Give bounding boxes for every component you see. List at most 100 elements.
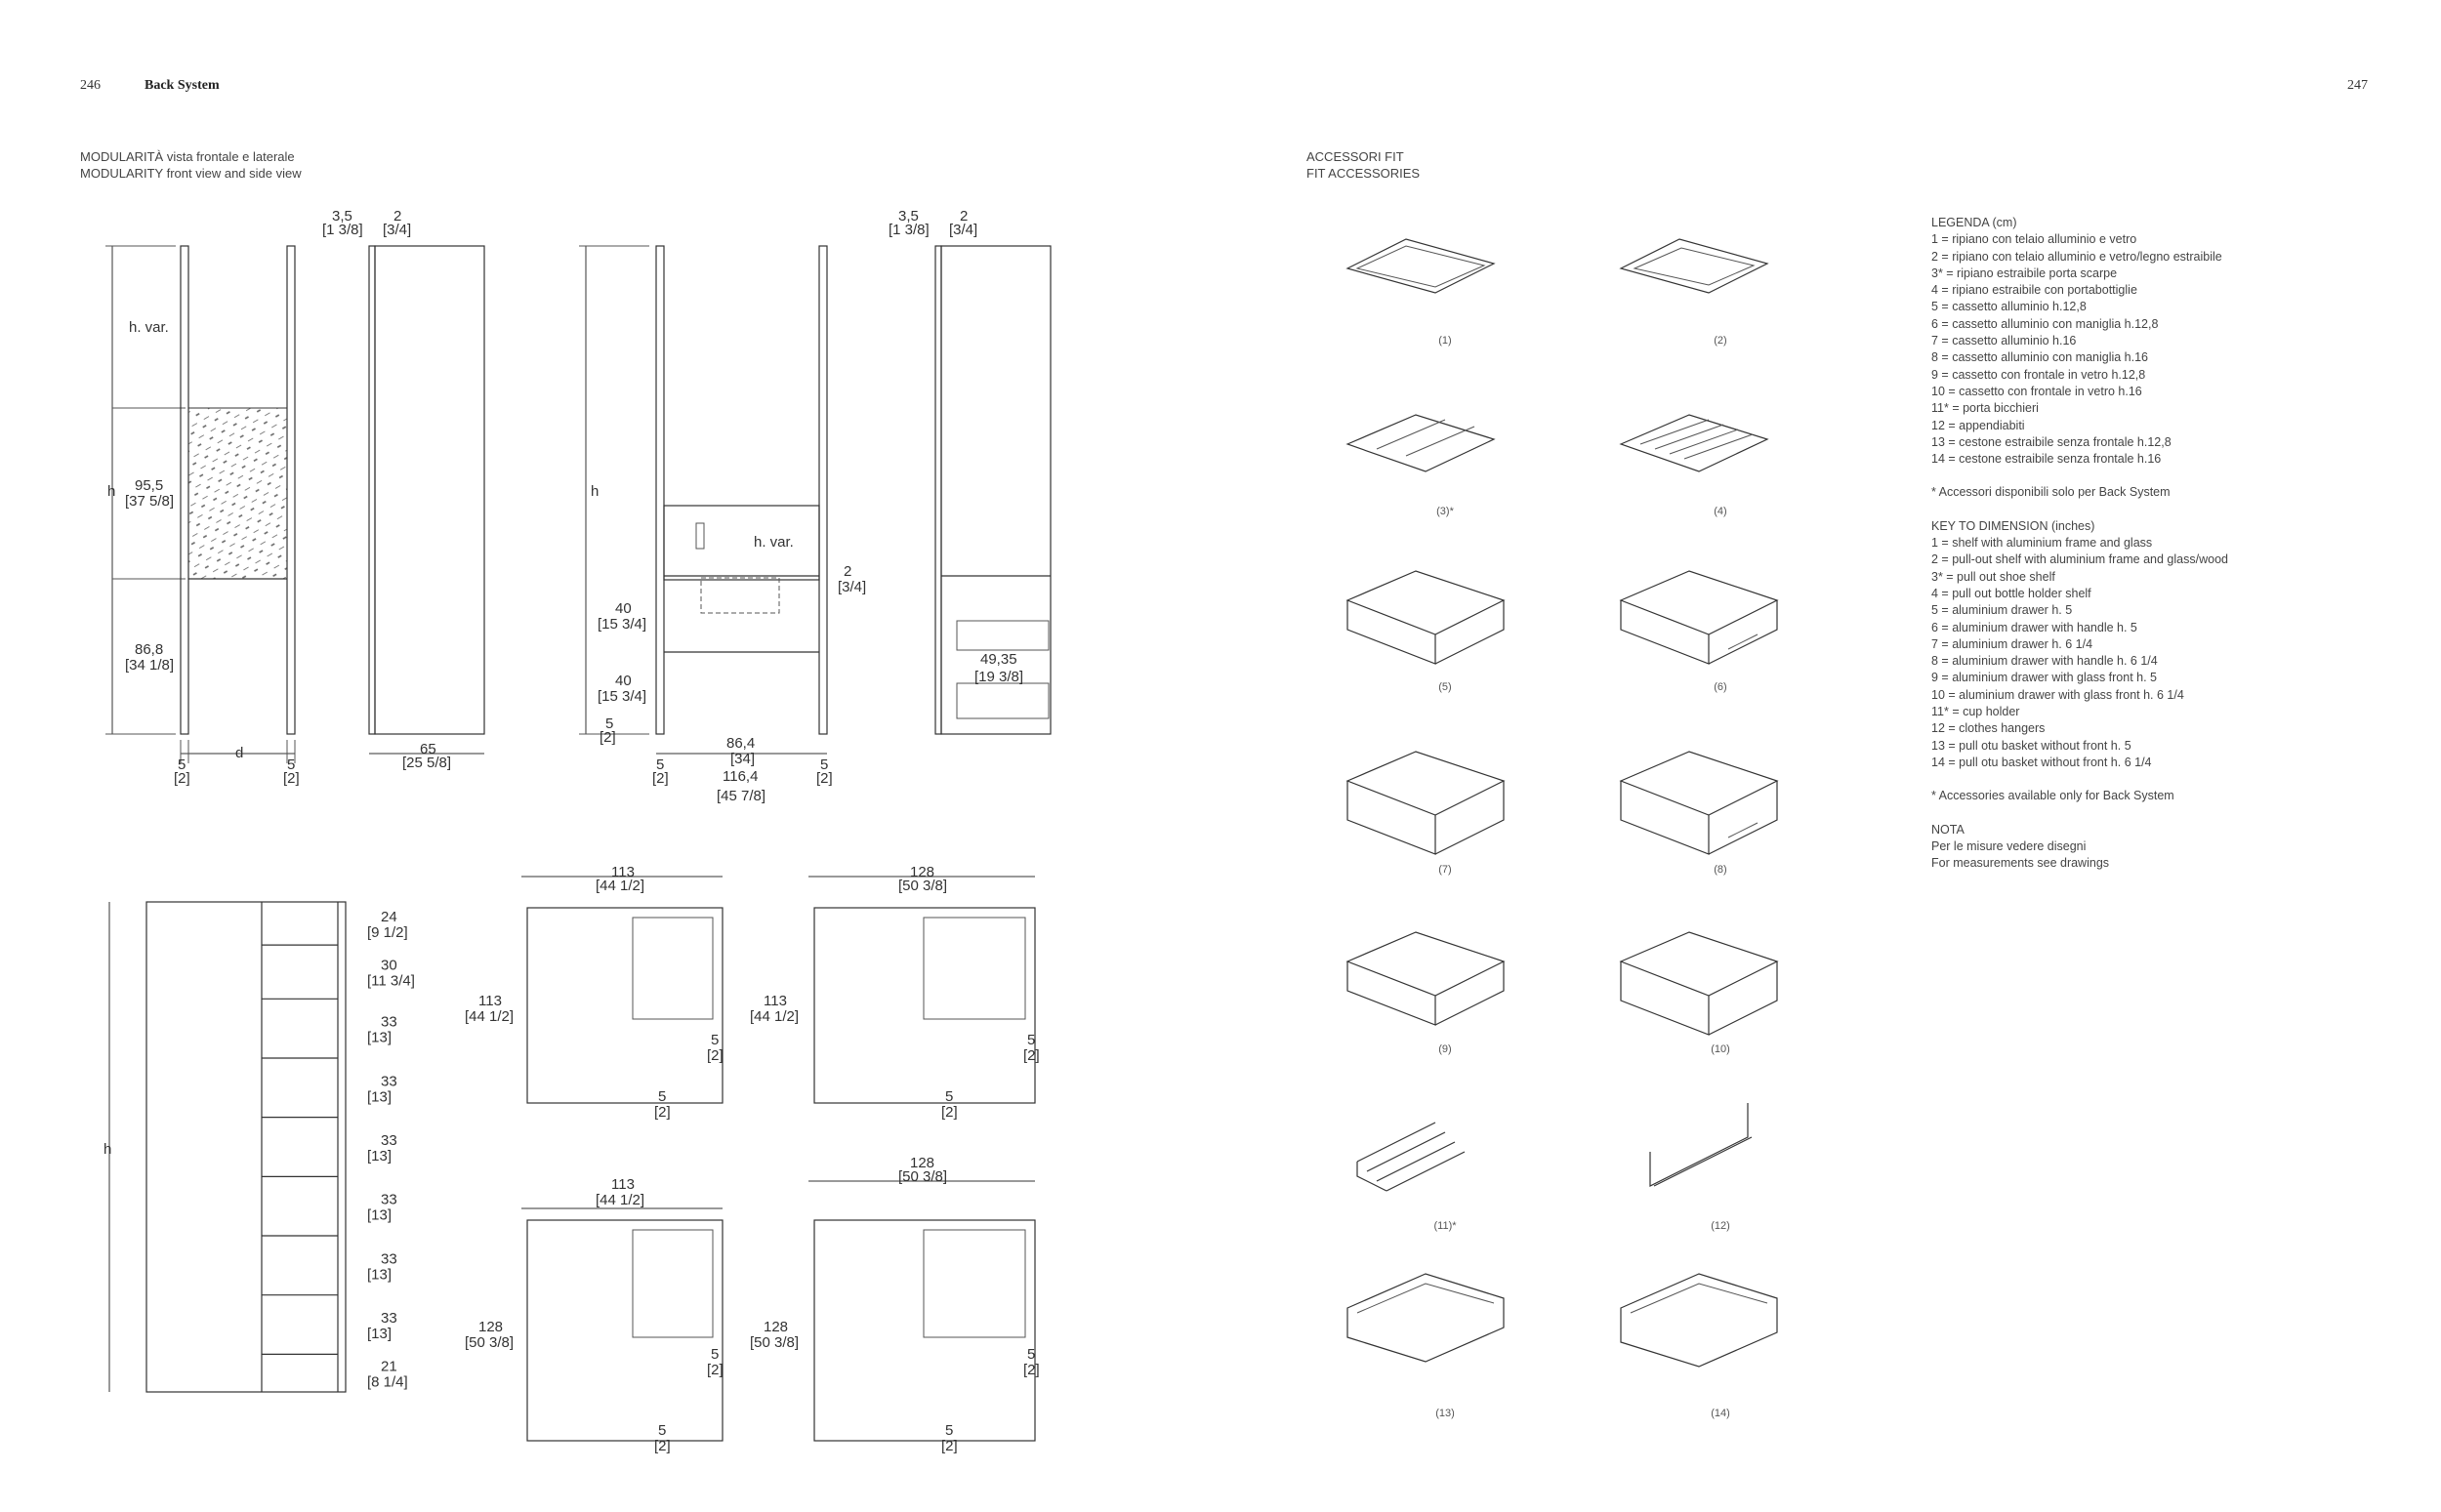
legend-it-item: 6 = cassetto alluminio con maniglia h.12… [1931,316,2159,331]
legend-en-item: 3* = pull out shoe shelf [1931,569,2055,584]
dim-5: 5 [656,756,664,773]
unit-glass-front-view: h. var. h 95,5 [37 5/8] 86,8 [34 1/8] d … [105,245,300,787]
dim-5-in: [2] [652,770,669,787]
accessories-caption: ACCESSORI FIT FIT ACCESSORIES [1306,148,1420,182]
shelf-dim-in: [11 3/4] [367,973,415,990]
d-label: d [235,745,243,761]
accessory-9-drawer-glass [1345,931,1506,1026]
legend-it-item: 1 = ripiano con telaio alluminio e vetro [1931,232,2137,247]
legend: LEGENDA (cm) 1 = ripiano con telaio allu… [1931,215,2228,872]
dim-128: 128 [478,1319,503,1335]
dim-35-in: [1 3/8] [889,222,930,238]
dim-5-in: [2] [654,1104,671,1121]
legend-en-item: 2 = pull-out shelf with aluminium frame … [1931,552,2228,567]
dim-5: 5 [820,756,828,773]
dim-5: 5 [287,756,295,773]
dim-2: 2 [844,563,851,580]
dim-2: 2 [393,208,401,225]
dim-65-in: [25 5/8] [402,755,451,771]
h-label: h [107,483,115,500]
nota-heading: NOTA [1931,822,1965,837]
accessory-label-9: (9) [1438,1043,1452,1055]
dim-113: 113 [764,993,787,1009]
accessory-13-basket [1346,1273,1505,1363]
unit-sink-front-view: h h. var. 2 [3/4] 40 [15 3/4] 40 [15 3/4… [579,245,866,804]
h-label: h [103,1141,111,1158]
accessory-7-drawer-tall [1345,751,1506,855]
dim-113-in: [44 1/2] [465,1008,514,1025]
dim-40: 40 [615,600,632,617]
dim-5: 5 [1027,1032,1035,1048]
legend-en-item: 5 = aluminium drawer h. 5 [1931,603,2073,618]
accessory-10-drawer-glass-tall [1619,931,1779,1036]
shelf-dim: 33 [381,1014,397,1031]
accessory-label-12: (12) [1711,1220,1730,1232]
dim-128: 128 [764,1319,788,1335]
dim-113: 113 [611,864,635,880]
legend-it-item: 13 = cestone estraibile senza frontale h… [1931,434,2172,449]
accessory-label-4: (4) [1714,506,1727,517]
plan-113x128: 113 [44 1/2] 128 [50 3/8] 5 [2] 5 [2] [465,1176,724,1454]
legend-it-item: 12 = appendiabiti [1931,418,2025,432]
accessories-grid [1345,238,1779,1368]
legend-it-item: 2 = ripiano con telaio alluminio e vetro… [1931,249,2222,264]
dim-2-in: [3/4] [838,579,866,595]
dim-5-in: [2] [941,1104,958,1121]
dim-65: 65 [420,741,436,757]
dim-40: 40 [615,673,632,689]
accessory-label-8: (8) [1714,864,1727,876]
dim-35: 3,5 [898,208,919,225]
dim-113-in: [44 1/2] [750,1008,799,1025]
dim-5: 5 [711,1346,719,1363]
legend-en-note: * Accessories available only for Back Sy… [1931,789,2174,803]
dim-5: 5 [178,756,186,773]
dim-5: 5 [945,1422,953,1439]
dim-2-in: [3/4] [949,222,977,238]
dim-40-in: [15 3/4] [598,688,646,705]
legend-it-heading: LEGENDA (cm) [1931,216,2017,229]
modularity-caption: MODULARITÀ vista frontale e laterale MOD… [80,148,302,182]
legend-it-item: 5 = cassetto alluminio h.12,8 [1931,300,2087,314]
shelf-dim: 33 [381,1310,397,1327]
accessory-1-shelf-glass [1345,238,1496,294]
section-title: Back System [145,78,220,93]
dim-864-in: [34] [730,751,755,767]
legend-en-item: 14 = pull otu basket without front h. 6 … [1931,755,2152,769]
legend-en-item: 9 = aluminium drawer with glass front h.… [1931,671,2158,685]
legend-en-item: 13 = pull otu basket without front h. 5 [1931,738,2131,753]
accessory-label-1: (1) [1438,335,1452,347]
accessory-12-clothes-hanger [1649,1103,1753,1187]
shelf-dim: 21 [381,1359,397,1375]
shelf-dim-in: [13] [367,1326,392,1342]
shelf-dim: 33 [381,1132,397,1149]
accessory-3-shoe-shelf [1345,414,1496,472]
shelf-dim-in: [13] [367,1207,392,1224]
dim-128-in: [50 3/8] [750,1334,799,1351]
plan-128x113: 128 [50 3/8] 113 [44 1/2] 5 [2] 5 [2] [750,864,1040,1121]
dim-113-in: [44 1/2] [596,1192,644,1208]
legend-it-note: * Accessori disponibili solo per Back Sy… [1931,485,2171,500]
dim-868-in: [34 1/8] [125,657,174,674]
dim-113: 113 [611,1176,635,1193]
plan-113x113: 113 [44 1/2] 113 [44 1/2] 5 [2] 5 [2] [465,864,724,1121]
accessory-label-6: (6) [1714,681,1727,693]
shelf-dim-in: [13] [367,1266,392,1283]
dim-5-in: [2] [600,729,616,746]
legend-en-item: 8 = aluminium drawer with handle h. 6 1/… [1931,654,2158,669]
unit-sink-side-view: 3,5 [1 3/8] 2 [3/4] 49,35 [19 3/8] [889,208,1052,735]
accessory-label-13: (13) [1435,1408,1455,1419]
accessory-label-7: (7) [1438,864,1452,876]
unit-glass-side-view: 3,5 [1 3/8] 2 [3/4] 65 [25 5/8] [322,208,485,771]
accessories-title-it: ACCESSORI FIT [1306,149,1404,164]
legend-en-item: 7 = aluminium drawer h. 6 1/4 [1931,636,2093,651]
dim-1164-in: [45 7/8] [717,788,765,804]
legend-en-item: 10 = aluminium drawer with glass front h… [1931,687,2184,702]
modularity-title-en: MODULARITY front view and side view [80,166,302,181]
legend-it-item: 11* = porta bicchieri [1931,401,2039,416]
accessory-label-14: (14) [1711,1408,1730,1419]
dim-955: 95,5 [135,477,163,494]
dim-4935: 49,35 [980,651,1017,668]
dim-5: 5 [658,1088,666,1105]
dim-868: 86,8 [135,641,163,658]
plan-128x128: 128 [50 3/8] 128 [50 3/8] 5 [2] 5 [2] [750,1155,1040,1454]
